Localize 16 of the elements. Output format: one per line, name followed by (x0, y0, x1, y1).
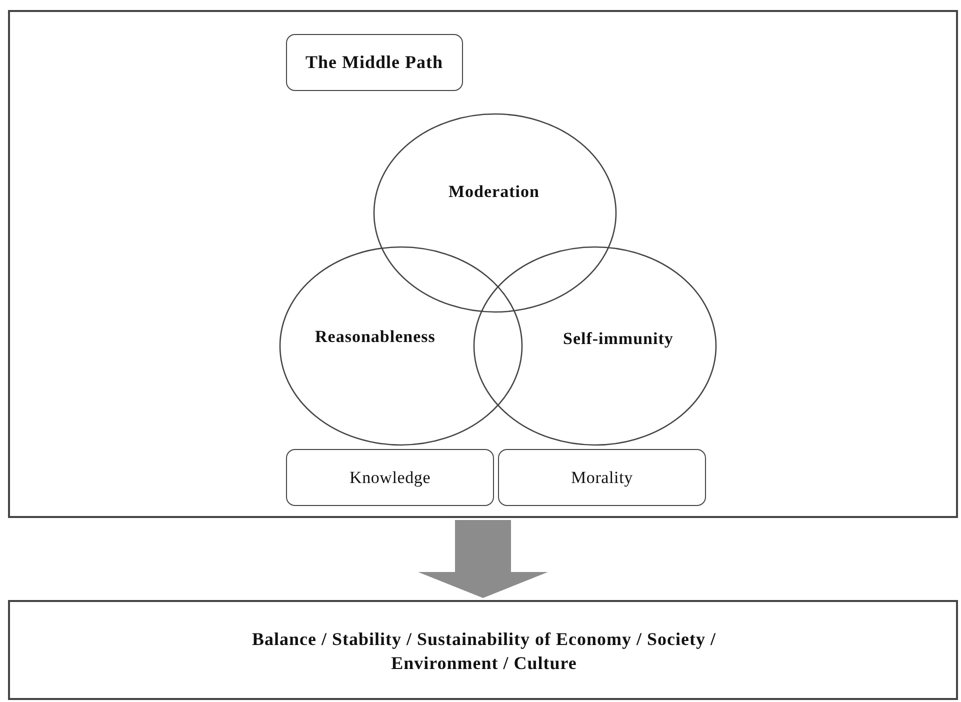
venn-circle (373, 113, 617, 313)
circle-label: Reasonableness (315, 327, 436, 347)
pillar-box (286, 449, 494, 506)
pillar-box (498, 449, 706, 506)
box-label: Knowledge (350, 468, 431, 488)
block-arrow (418, 520, 548, 598)
outcome-box (8, 600, 958, 700)
box-label: The Middle Path (306, 52, 444, 73)
circle-label: Self-immunity (563, 329, 674, 349)
venn-circle (473, 246, 717, 446)
box-label: Morality (571, 468, 633, 488)
outcome-text: Balance / Stability / Sustainability of Economy / Society / Environment / Culture (250, 628, 718, 675)
frame-box (8, 10, 958, 518)
circle-label: Moderation (448, 182, 540, 202)
title-box (286, 34, 463, 91)
venn-circle (279, 246, 523, 446)
